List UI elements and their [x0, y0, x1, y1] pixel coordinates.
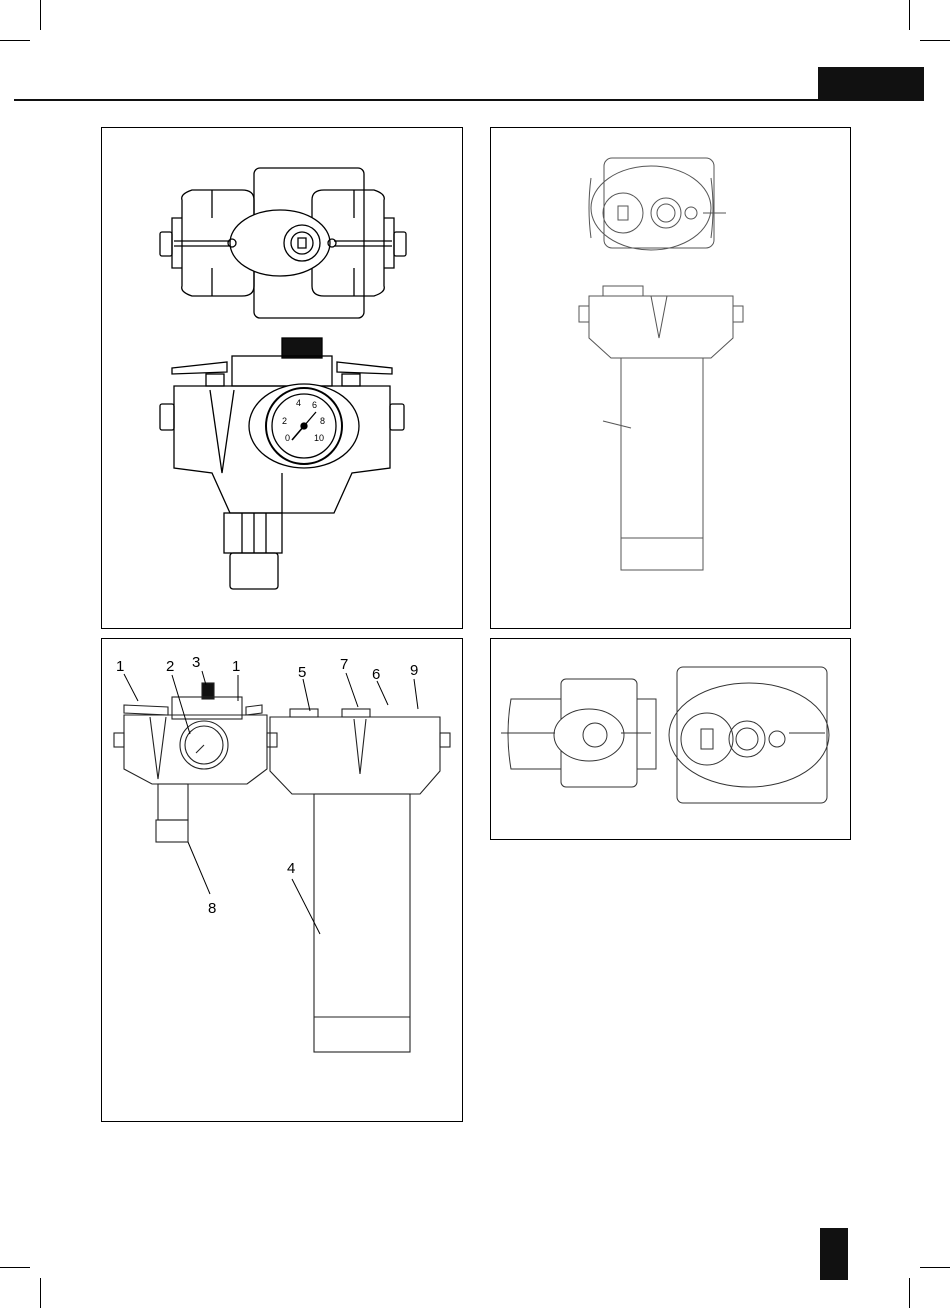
crop-mark-br-v [909, 1278, 910, 1308]
figure-panel-top-front-views: 0 2 4 6 8 10 [101, 127, 463, 629]
figure-filter-drawing [491, 128, 852, 630]
gauge-label-8: 8 [320, 416, 325, 426]
crop-mark-tl-h [0, 40, 30, 41]
header-rule [14, 99, 924, 101]
figure-panel-front-assembly: 1 2 3 1 5 7 6 9 8 4 [101, 638, 463, 1122]
callout-7-top: 7 [340, 657, 348, 672]
crop-mark-tr-v [909, 0, 910, 30]
gauge-label-6: 6 [312, 400, 317, 410]
crop-mark-bl-v [40, 1278, 41, 1308]
figure-top-front-drawing: 0 2 4 6 8 10 [102, 128, 464, 630]
figure-combined-drawing [491, 639, 852, 841]
callout-5-cap: 5 [298, 665, 306, 680]
page-number-tab [820, 1228, 848, 1280]
crop-mark-tr-h [920, 40, 950, 41]
figure-panel-combined-top-view [490, 638, 851, 840]
crop-mark-tl-v [40, 0, 41, 30]
callout-1-right-lever: 1 [232, 659, 240, 674]
callout-1-left-lever: 1 [116, 659, 124, 674]
gauge-label-0: 0 [285, 433, 290, 443]
gauge-label-4: 4 [296, 398, 301, 408]
gauge-label-2: 2 [282, 416, 287, 426]
callout-4-cartridge: 4 [287, 861, 295, 876]
callout-8-outlet: 8 [208, 901, 216, 916]
crop-mark-br-h [920, 1267, 950, 1268]
figure-assembly-drawing [102, 639, 464, 1123]
callout-9-handle: 9 [410, 663, 418, 678]
callout-2-gauge: 2 [166, 659, 174, 674]
callout-6-valve: 6 [372, 667, 380, 682]
section-tab [818, 67, 924, 101]
gauge-label-10: 10 [314, 433, 324, 443]
figure-panel-filter-views [490, 127, 851, 629]
crop-mark-bl-h [0, 1267, 30, 1268]
callout-3-knob: 3 [192, 655, 200, 670]
